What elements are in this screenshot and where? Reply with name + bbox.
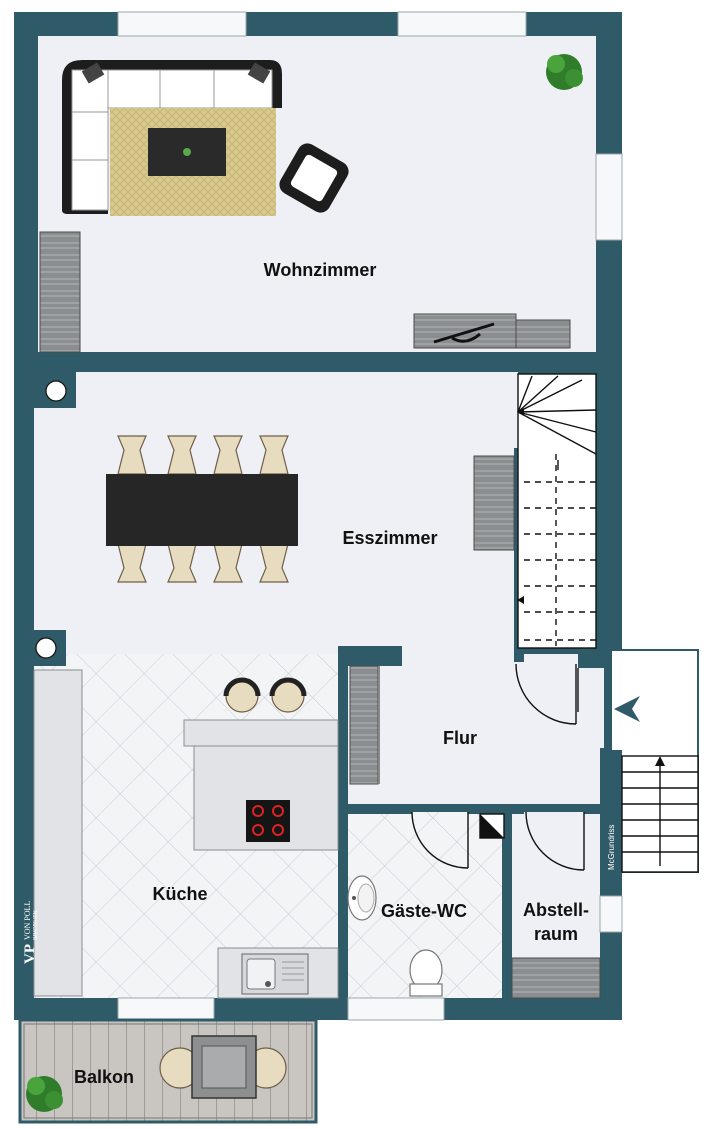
label-guest-wc: Gäste-WC bbox=[381, 901, 467, 921]
coffee-table bbox=[148, 128, 226, 176]
hallway-strip bbox=[514, 654, 604, 804]
label-storage-line2: raum bbox=[534, 924, 578, 944]
window-top-left bbox=[117, 11, 247, 37]
interior-staircase bbox=[517, 373, 597, 649]
storage-shelf bbox=[511, 957, 601, 999]
wall-living-dining-right bbox=[410, 352, 600, 372]
tv-sideboard bbox=[413, 313, 571, 349]
brand-tagline: IMMOBILIEN bbox=[33, 910, 39, 940]
window-storage bbox=[599, 895, 623, 933]
balcony bbox=[18, 1018, 318, 1124]
outdoor-stairs bbox=[621, 755, 699, 873]
brand-logo: VP VON POLL IMMOBILIEN bbox=[22, 901, 39, 964]
plant-icon bbox=[546, 54, 583, 90]
sink-icon bbox=[241, 953, 309, 995]
balcony-plant-icon bbox=[26, 1076, 63, 1112]
label-hallway: Flur bbox=[443, 728, 477, 748]
armchair bbox=[279, 143, 349, 213]
brand-name: VON POLL bbox=[23, 901, 32, 940]
label-storage-line1: Abstell- bbox=[523, 900, 589, 920]
dining-cabinet bbox=[473, 455, 515, 551]
kitchen-island-bar bbox=[183, 719, 339, 747]
bar-stools bbox=[223, 677, 307, 713]
dining-chairs bbox=[117, 435, 289, 583]
column-kitchen bbox=[35, 637, 57, 659]
sectional-sofa bbox=[62, 60, 282, 214]
hall-wardrobe-side bbox=[378, 666, 380, 784]
cooktop-icon bbox=[246, 800, 290, 842]
label-balcony: Balkon bbox=[74, 1067, 134, 1087]
wall-stair-bottom bbox=[578, 654, 622, 668]
kitchen-counter-left bbox=[33, 669, 83, 997]
shaft-icon bbox=[479, 813, 505, 839]
living-cabinet-left bbox=[39, 231, 81, 353]
entrance-arrow-icon bbox=[614, 696, 640, 722]
dining-table bbox=[106, 474, 298, 546]
wall-right-lower bbox=[600, 748, 622, 998]
wall-storage-top bbox=[584, 804, 606, 814]
wall-hall-left bbox=[338, 646, 348, 998]
doors bbox=[411, 663, 585, 871]
label-kitchen: Küche bbox=[152, 884, 207, 904]
window-bottom-kitchen bbox=[117, 997, 215, 1021]
credit-label: McGrundriss bbox=[607, 825, 616, 870]
entrance-area bbox=[612, 650, 698, 750]
label-dining-room: Esszimmer bbox=[342, 528, 437, 548]
wall-wc-top-right bbox=[468, 804, 524, 814]
wall-wc-top bbox=[338, 804, 412, 814]
hall-wardrobe bbox=[349, 665, 379, 785]
wc-washbasin bbox=[347, 875, 377, 921]
brand-monogram: VP bbox=[22, 944, 38, 964]
label-living-room: Wohnzimmer bbox=[264, 260, 377, 280]
wall-stair-right bbox=[596, 372, 622, 662]
column-dining bbox=[45, 380, 67, 402]
window-top-right bbox=[397, 11, 527, 37]
wall-hall-top bbox=[340, 646, 402, 666]
wall-wc-storage bbox=[502, 804, 512, 998]
window-right-living bbox=[595, 153, 623, 241]
wall-living-dining-left bbox=[14, 352, 142, 372]
window-bottom-wc bbox=[347, 997, 445, 1021]
wc-toilet bbox=[409, 949, 443, 997]
